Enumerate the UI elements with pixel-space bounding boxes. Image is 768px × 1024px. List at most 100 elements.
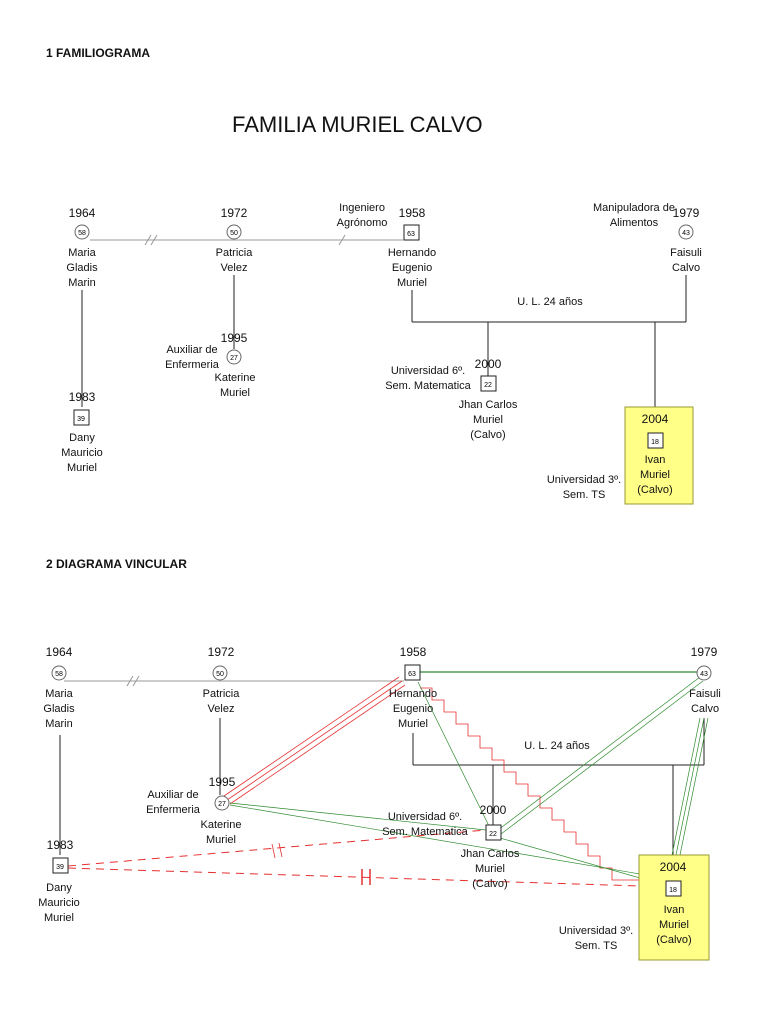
study-ivan-2: Universidad 3º. Sem. TS xyxy=(558,925,634,952)
age-dany-2: 39 xyxy=(56,864,64,871)
broken-bond-dany-ivan xyxy=(67,867,641,887)
ivan-highlight-box xyxy=(624,406,694,505)
age-maria-2: 58 xyxy=(55,671,63,678)
name-dany-2: Dany Mauricio Muriel xyxy=(38,882,80,924)
year-patricia-2: 1972 xyxy=(207,645,235,659)
year-katerine-2: 1995 xyxy=(208,775,236,789)
red-bond-hernando-katerine-1 xyxy=(223,676,400,797)
year-ivan: 2004 xyxy=(641,412,669,426)
year-maria: 1964 xyxy=(68,206,96,220)
age-faisuli-2: 43 xyxy=(700,671,708,678)
divorce-mark-1b xyxy=(150,234,158,246)
name-patricia-2: Patricia Velez xyxy=(202,688,240,715)
green-bond-katerine-ivan xyxy=(229,804,641,875)
divorce-mark-2a xyxy=(126,675,134,687)
name-jhan-2: Jhan Carlos Muriel (Calvo) xyxy=(460,848,520,890)
female-symbol-katerine xyxy=(226,349,242,365)
year-dany-2: 1983 xyxy=(46,838,74,852)
name-katerine-2: Katerine Muriel xyxy=(200,819,242,846)
name-faisuli: Faisuli Calvo xyxy=(670,247,702,274)
name-maria-2: Maria Gladis Marin xyxy=(43,688,75,730)
year-hernando-2: 1958 xyxy=(399,645,427,659)
year-maria-2: 1964 xyxy=(45,645,73,659)
break-mark-b xyxy=(278,842,283,858)
age-katerine: 27 xyxy=(230,355,238,362)
red-bond-hernando-katerine-3 xyxy=(229,684,406,805)
male-symbol-dany-2 xyxy=(52,857,69,874)
green-bond-faisuli-ivan-2 xyxy=(675,717,705,856)
age-hernando: 63 xyxy=(407,231,415,238)
green-bond-faisuli-ivan-3 xyxy=(679,717,709,856)
year-jhan-2: 2000 xyxy=(479,803,507,817)
male-symbol-dany xyxy=(73,409,90,426)
green-bond-katerine-jhan xyxy=(229,802,487,831)
union-label-2: U. L. 24 años xyxy=(524,740,590,752)
year-faisuli-2: 1979 xyxy=(690,645,718,659)
green-bond-hernando-jhan xyxy=(417,681,490,827)
age-patricia: 50 xyxy=(230,230,238,237)
occupation-hernando: Ingeniero Agrónomo xyxy=(336,202,388,229)
age-katerine-2: 27 xyxy=(218,801,226,808)
ivan-highlight-box-2 xyxy=(638,854,710,961)
age-ivan-2: 18 xyxy=(669,887,677,894)
male-symbol-hernando-2 xyxy=(404,664,421,681)
separation-mark-1 xyxy=(338,234,346,246)
year-faisuli: 1979 xyxy=(672,206,700,220)
year-dany: 1983 xyxy=(68,390,96,404)
age-dany: 39 xyxy=(77,416,85,423)
age-patricia-2: 50 xyxy=(216,671,224,678)
age-jhan: 22 xyxy=(484,382,492,389)
study-jhan-2: Universidad 6º. Sem. Matematica xyxy=(382,811,468,838)
red-bond-hernando-katerine-2 xyxy=(226,680,403,801)
name-katerine: Katerine Muriel xyxy=(214,372,256,399)
age-maria: 58 xyxy=(78,230,86,237)
name-ivan-2: Ivan Muriel (Calvo) xyxy=(656,904,692,946)
male-symbol-jhan xyxy=(480,375,497,392)
female-symbol-patricia xyxy=(226,224,242,240)
union-label: U. L. 24 años xyxy=(517,296,583,308)
year-patricia: 1972 xyxy=(220,206,248,220)
female-symbol-maria xyxy=(74,224,90,240)
green-bond-faisuli-ivan-1 xyxy=(671,717,701,856)
name-hernando: Hernando Eugenio Muriel xyxy=(387,247,437,289)
name-hernando-2: Hernando Eugenio Muriel xyxy=(388,688,438,730)
female-symbol-patricia-2 xyxy=(212,665,228,681)
year-katerine: 1995 xyxy=(220,331,248,345)
male-symbol-ivan xyxy=(647,432,664,449)
occupation-katerine-2: Auxiliar de Enfermeria xyxy=(146,789,200,816)
age-jhan-2: 22 xyxy=(489,831,497,838)
female-symbol-faisuli xyxy=(678,224,694,240)
page-title: FAMILIA MURIEL CALVO xyxy=(232,112,483,137)
occupation-katerine: Auxiliar de Enfermeria xyxy=(165,344,219,371)
study-ivan: Universidad 3º. Sem. TS xyxy=(546,474,622,501)
year-hernando: 1958 xyxy=(398,206,426,220)
divorce-mark-1a xyxy=(144,234,152,246)
age-ivan: 18 xyxy=(651,439,659,446)
divorce-mark-2b xyxy=(132,675,140,687)
age-faisuli: 43 xyxy=(682,230,690,237)
male-symbol-hernando xyxy=(403,224,420,241)
name-faisuli-2: Faisuli Calvo xyxy=(689,688,721,715)
male-symbol-jhan-2 xyxy=(485,824,502,841)
female-symbol-maria-2 xyxy=(51,665,67,681)
year-jhan: 2000 xyxy=(474,357,502,371)
female-symbol-katerine-2 xyxy=(214,795,230,811)
study-jhan: Universidad 6º. Sem. Matematica xyxy=(385,365,471,392)
green-bond-faisuli-jhan-2 xyxy=(500,680,704,835)
conflict-zigzag-hernando-ivan xyxy=(420,687,640,881)
green-bond-faisuli-jhan-1 xyxy=(497,676,701,831)
name-ivan: Ivan Muriel (Calvo) xyxy=(637,454,673,496)
year-ivan-2: 2004 xyxy=(659,860,687,874)
male-symbol-ivan-2 xyxy=(665,880,682,897)
section-title-familiograma: 1 FAMILIOGRAMA xyxy=(46,46,150,60)
green-bond-jhan-ivan xyxy=(499,837,641,879)
female-symbol-faisuli-2 xyxy=(696,665,712,681)
occupation-faisuli: Manipuladora de Alimentos xyxy=(593,202,675,229)
age-hernando-2: 63 xyxy=(408,671,416,678)
break-mark-a xyxy=(271,843,276,859)
section-title-diagrama-vincular: 2 DIAGRAMA VINCULAR xyxy=(46,557,187,571)
name-dany: Dany Mauricio Muriel xyxy=(61,432,103,474)
name-maria: Maria Gladis Marin xyxy=(66,247,98,289)
